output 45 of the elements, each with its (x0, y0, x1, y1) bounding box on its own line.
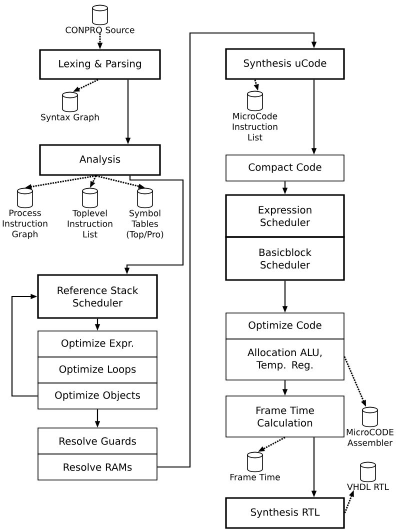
process-box: Optimize Loops (38, 356, 158, 384)
cylinder-label: VHDL RTL (347, 484, 389, 490)
cylinder-label: Symbol Tables (Top/Pro) (126, 210, 164, 240)
cylinder-label: Frame Time (230, 474, 280, 480)
process-box: Reference Stack Scheduler (37, 274, 158, 319)
process-box: Optimize Objects (38, 382, 158, 410)
cylinder-label: Syntax Graph (41, 114, 99, 122)
process-box: Optimize Code (226, 312, 344, 340)
process-box: Analysis (39, 144, 161, 176)
process-box: Optimize Expr. (38, 330, 158, 358)
arrow (311, 437, 317, 498)
process-box: Basicblock Scheduler (225, 236, 345, 281)
process-box: Expression Scheduler (225, 194, 345, 238)
arrow (96, 175, 145, 189)
cylinder-label: MicroCODE Assembler (346, 428, 394, 446)
arrow (254, 80, 259, 91)
arrow (90, 175, 97, 188)
arrow (94, 409, 100, 428)
arrow (311, 80, 317, 155)
process-box: Resolve RAMs (38, 454, 158, 480)
cylinder-label: MicroCode Instruction List (232, 112, 278, 141)
arrow (97, 33, 103, 50)
process-box: Compact Code (226, 154, 344, 182)
arrow (25, 175, 96, 190)
arrow (94, 318, 100, 331)
process-box: Frame Time Calculation (226, 396, 344, 438)
process-box: Synthesis RTL (225, 497, 345, 529)
arrow (282, 280, 288, 313)
arrow (344, 356, 366, 407)
arrow (344, 490, 354, 514)
cylinder-label: Toplevel Instruction List (68, 210, 112, 238)
arrow (282, 380, 288, 396)
arrow (258, 436, 286, 452)
process-box: Lexing & Parsing (39, 49, 161, 80)
arrow (124, 176, 184, 274)
process-box: Allocation ALU, Temp. Reg. (226, 338, 344, 380)
cylinder-label: CONPRO Source (66, 26, 134, 34)
process-box: Resolve Guards (38, 428, 158, 454)
arrow (282, 181, 288, 194)
cylinder-label: Process Instruction Graph (2, 210, 48, 239)
arrow (157, 32, 317, 468)
arrow (11, 294, 38, 397)
process-box: Synthesis uCode (225, 48, 345, 80)
arrow (125, 80, 131, 144)
arrow (73, 79, 98, 92)
